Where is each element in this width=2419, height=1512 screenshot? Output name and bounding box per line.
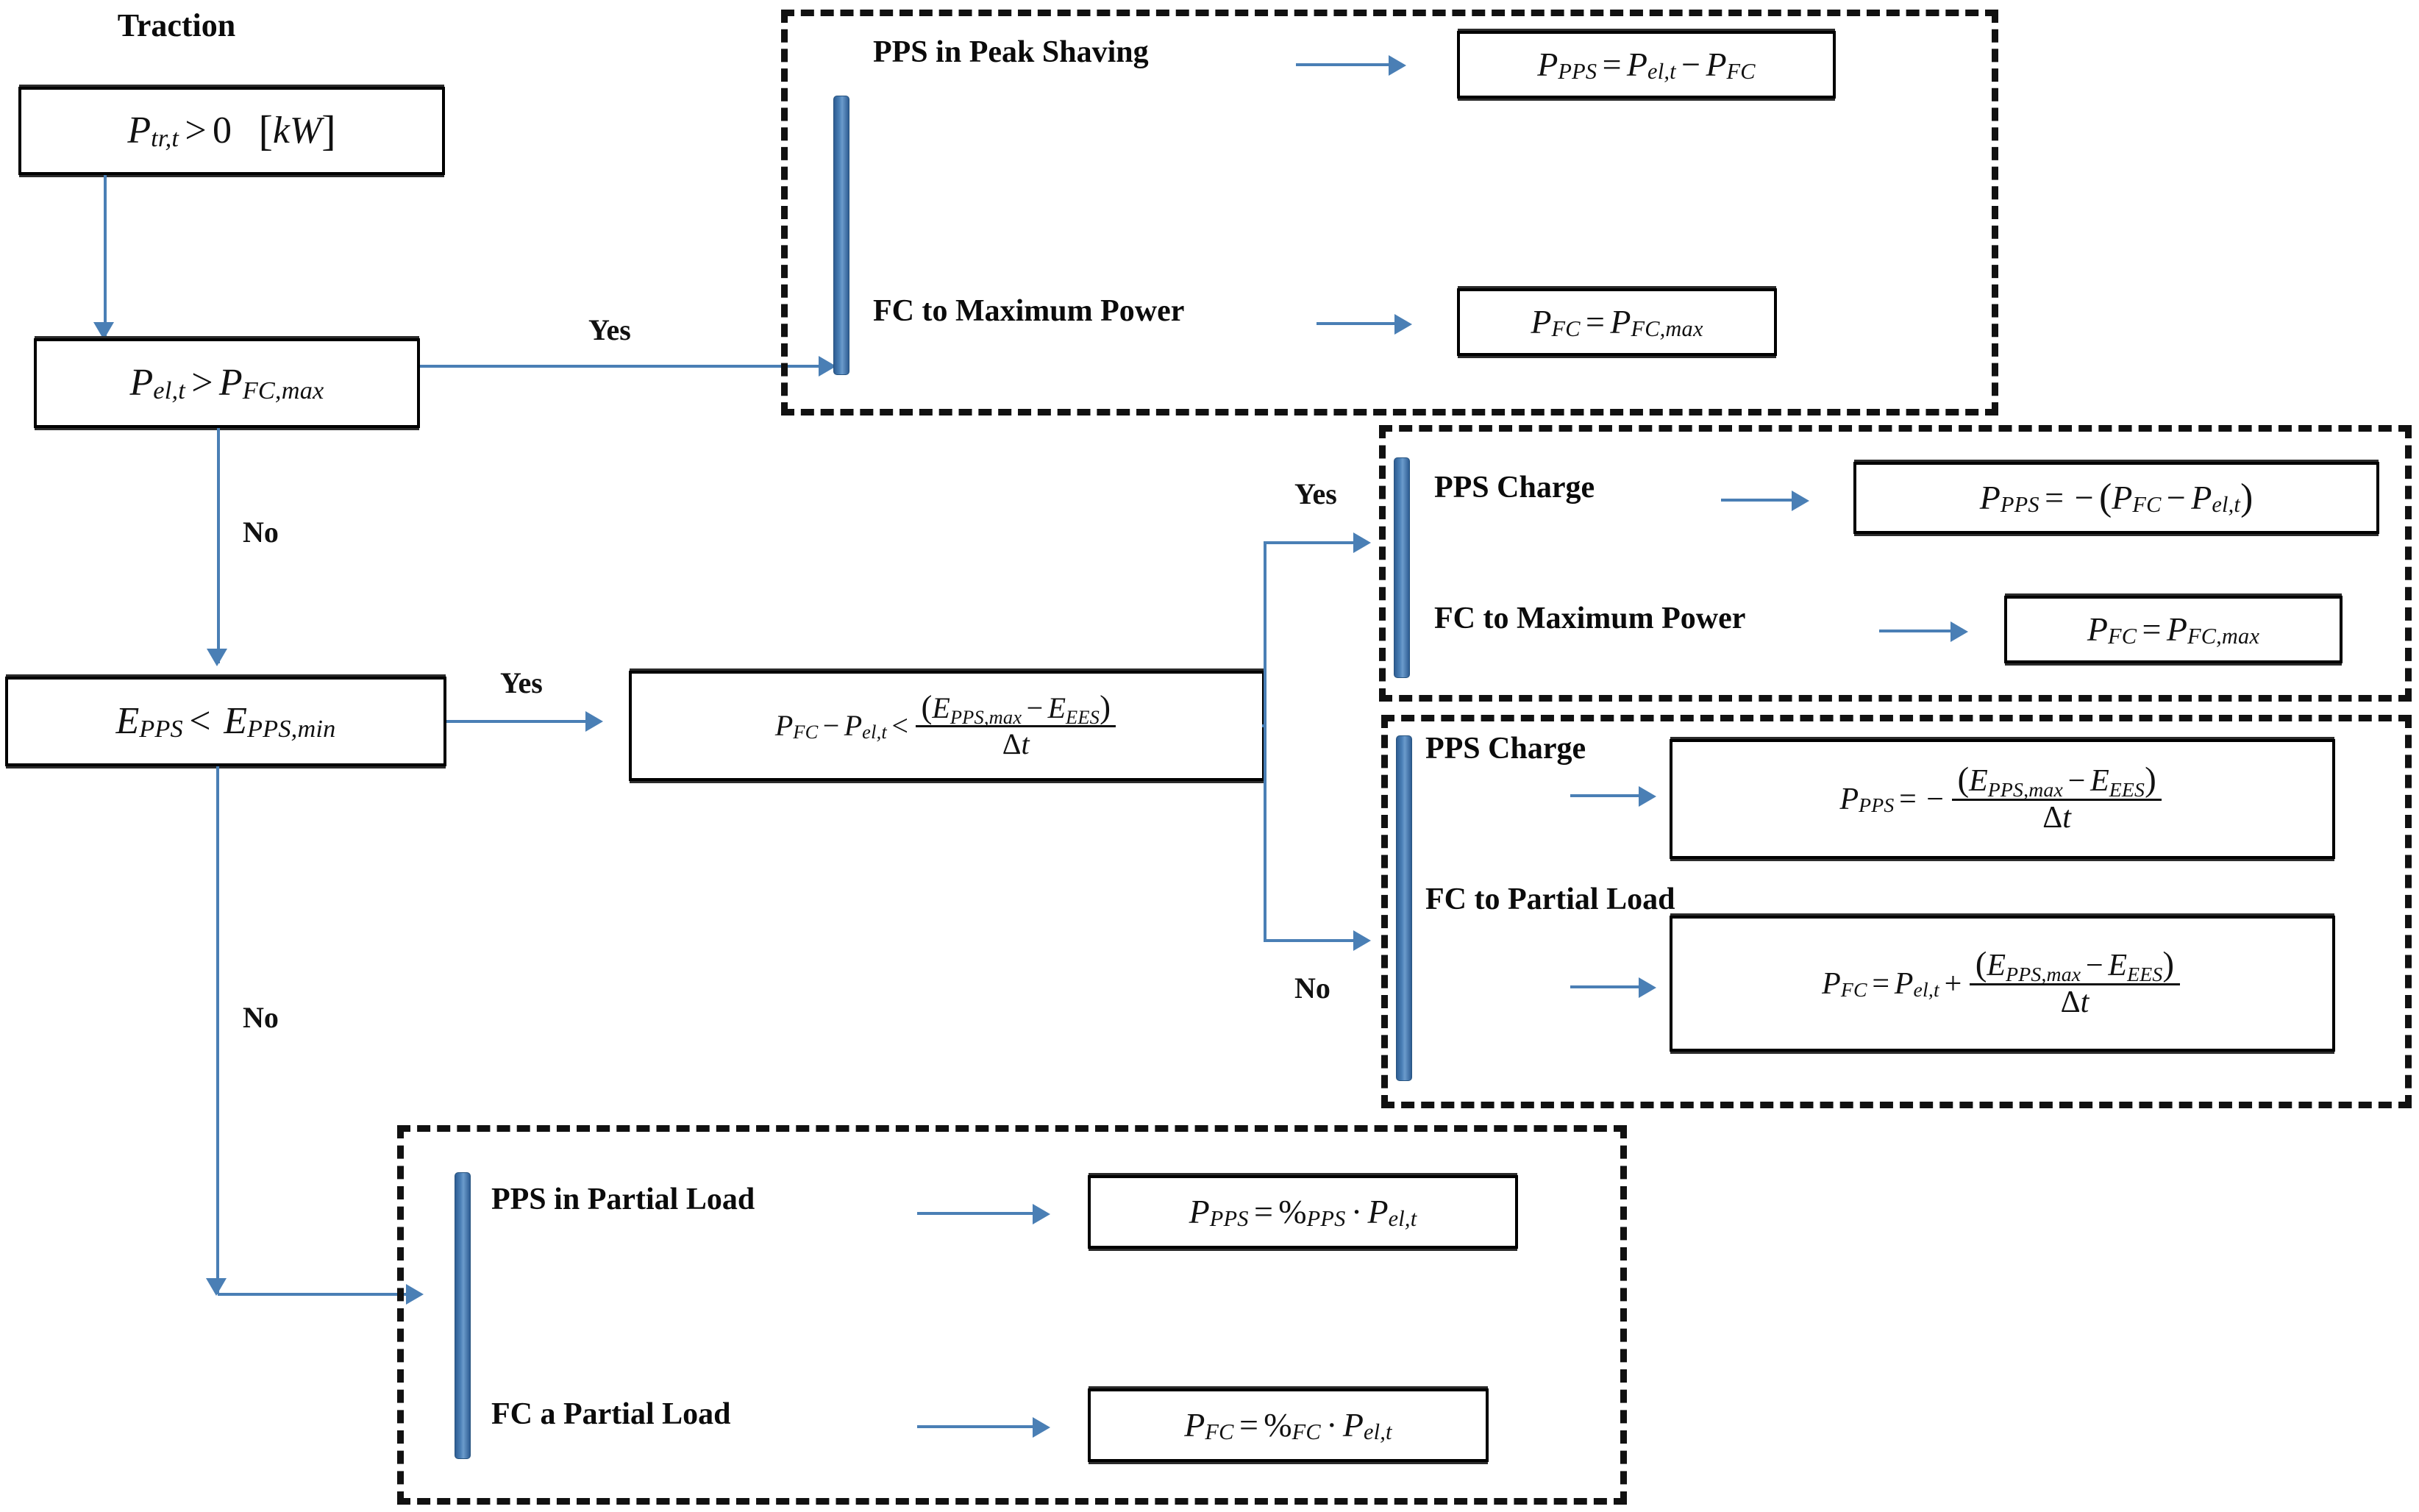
connector-fc-partial-load xyxy=(1570,985,1644,988)
connector-start-to-d1 xyxy=(104,175,107,337)
connector-d3-no xyxy=(1264,939,1359,942)
arrow-d2-yes xyxy=(585,711,603,732)
arrow-d1-no xyxy=(207,649,227,666)
connector-pps-charge-partial xyxy=(1570,794,1644,797)
connector-fc-partial-load-bottom xyxy=(917,1425,1039,1428)
arrow-d3-yes xyxy=(1353,532,1371,553)
peak-shaving-label: PPS in Peak Shaving xyxy=(873,35,1149,69)
connector-d1-no xyxy=(217,428,220,663)
arrow-d2-no-right xyxy=(406,1284,424,1305)
connector-pps-partial-load xyxy=(917,1212,1039,1215)
connector-d1-yes xyxy=(420,365,824,368)
pps-charge-group-bar xyxy=(1394,457,1410,678)
connector-d3-yes xyxy=(1264,541,1359,544)
arrow-pps-partial-load xyxy=(1033,1204,1050,1224)
pps-charge-label: PPS Charge xyxy=(1434,471,1595,504)
pps-charge-group xyxy=(1379,425,2412,702)
arrow-fc-max-row2 xyxy=(1950,621,1968,642)
connector-d3-box-to-spine xyxy=(1262,724,1266,727)
label-d1-no: No xyxy=(243,516,279,549)
arrow-fc-max-row1 xyxy=(1394,314,1412,335)
label-d3-yes: Yes xyxy=(1294,477,1337,510)
connector-fc-max-row1 xyxy=(1317,322,1401,325)
connector-pps-charge-row1 xyxy=(1721,499,1798,502)
connector-fc-max-row2 xyxy=(1879,630,1956,632)
fc-max-power-label-2: FC to Maximum Power xyxy=(1434,602,1746,635)
label-d3-no: No xyxy=(1294,971,1330,1005)
partial-load-group xyxy=(397,1125,1627,1505)
arrow-fc-partial-load-bottom xyxy=(1033,1417,1050,1438)
arrow-pps-charge-row1 xyxy=(1792,491,1809,511)
label-d2-no: No xyxy=(243,1001,279,1034)
peak-shaving-group xyxy=(781,10,1998,416)
connector-peak-shaving-row1 xyxy=(1296,63,1395,66)
arrow-start-to-d1 xyxy=(93,322,114,340)
pps-charge-partial-label: PPS Charge xyxy=(1425,732,1586,766)
arrow-peak-shaving-row1 xyxy=(1389,55,1406,76)
connector-d2-no-vert xyxy=(216,766,219,1294)
pps-charge-partial-group xyxy=(1381,715,2412,1108)
fc-partial-load-label: FC to Partial Load xyxy=(1425,882,1675,916)
pps-charge-partial-group-bar xyxy=(1396,735,1412,1081)
traction-title: Traction xyxy=(117,7,236,43)
fc-max-power-label-1: FC to Maximum Power xyxy=(873,294,1185,328)
pps-partial-load-label: PPS in Partial Load xyxy=(491,1183,755,1216)
connector-d2-yes xyxy=(446,720,590,723)
partial-load-group-bar xyxy=(455,1172,471,1459)
label-d1-yes: Yes xyxy=(588,313,631,346)
connector-d2-no-horz xyxy=(218,1293,413,1296)
fc-partial-load-bottom-label: FC a Partial Load xyxy=(491,1397,731,1431)
label-d2-yes: Yes xyxy=(500,666,543,699)
arrow-d3-no xyxy=(1353,930,1371,951)
arrow-pps-charge-partial xyxy=(1639,786,1656,807)
arrow-fc-partial-load xyxy=(1639,977,1656,998)
peak-shaving-group-bar xyxy=(833,96,849,375)
connector-d3-spine xyxy=(1264,541,1266,942)
